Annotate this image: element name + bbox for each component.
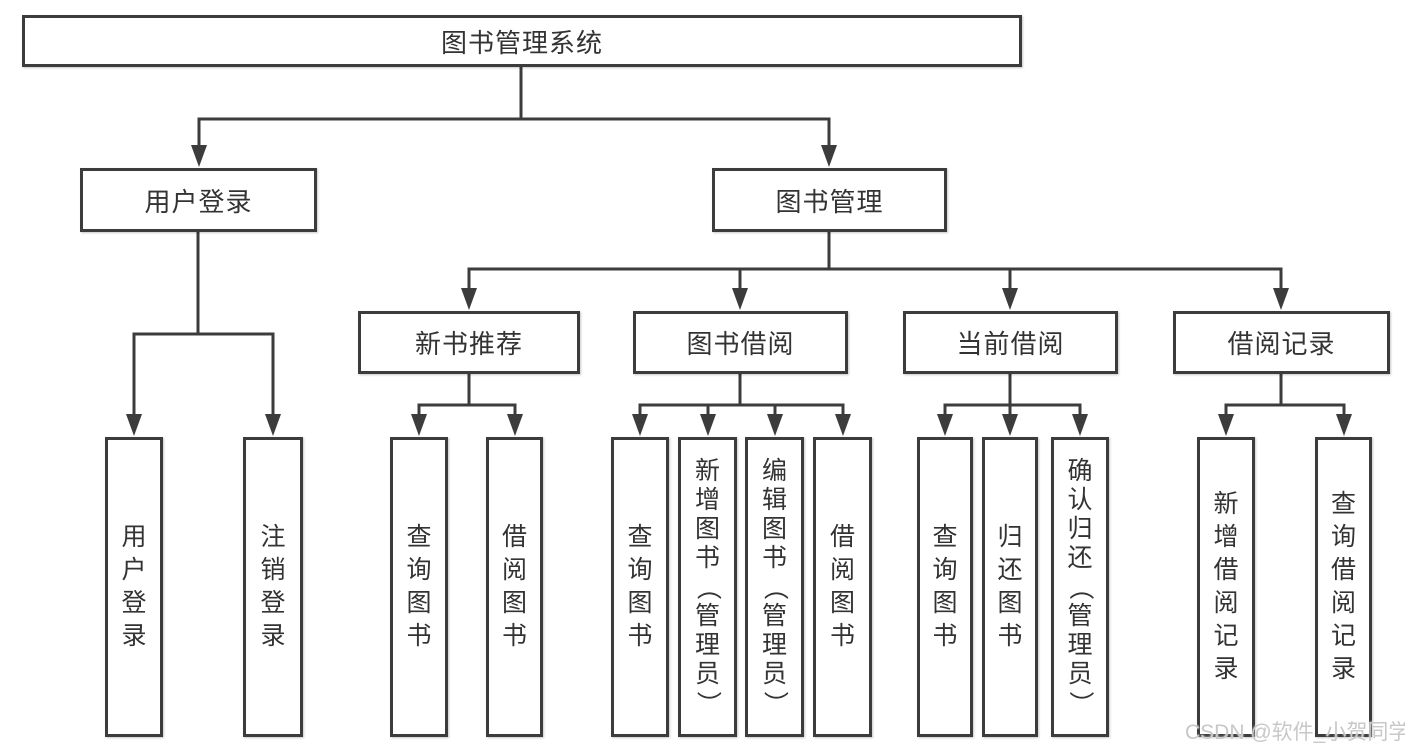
node-leaf-query-books-current-label: 查询图书 — [932, 523, 958, 650]
node-current-borrow: 当前借阅 — [903, 311, 1118, 374]
node-book-borrow-label: 图书借阅 — [686, 329, 795, 359]
node-leaf-add-borrow-record: 新增借阅记录 — [1197, 437, 1255, 737]
node-borrow-records-label: 借阅记录 — [1227, 329, 1336, 359]
csdn-watermark: CSDN @软件_小贺同学 — [1185, 721, 1405, 744]
node-leaf-user-login: 用户登录 — [105, 437, 163, 737]
node-leaf-logout-label: 注销登录 — [260, 523, 286, 650]
node-root: 图书管理系统 — [22, 15, 1022, 67]
node-root-label: 图书管理系统 — [440, 27, 603, 58]
node-leaf-edit-book-admin-label: 编辑图书（管理员） — [761, 456, 789, 716]
node-leaf-edit-book-admin: 编辑图书（管理员） — [745, 437, 804, 737]
node-borrow-records: 借阅记录 — [1173, 311, 1390, 374]
node-leaf-add-borrow-record-label: 新增借阅记录 — [1213, 490, 1239, 683]
node-user-login: 用户登录 — [80, 168, 317, 232]
node-leaf-confirm-return-admin-label: 确认归还（管理员） — [1066, 456, 1095, 716]
node-new-book-recommend: 新书推荐 — [358, 311, 580, 374]
node-leaf-confirm-return-admin: 确认归还（管理员） — [1051, 437, 1109, 737]
node-leaf-query-books-borrow: 查询图书 — [611, 437, 669, 737]
node-book-management: 图书管理 — [712, 168, 947, 232]
node-user-login-label: 用户登录 — [144, 186, 253, 217]
node-leaf-query-borrow-record-label: 查询借阅记录 — [1330, 490, 1356, 683]
node-leaf-return-book-label: 归还图书 — [997, 523, 1023, 650]
node-current-borrow-label: 当前借阅 — [956, 329, 1065, 359]
node-leaf-query-books-recommend-label: 查询图书 — [406, 523, 432, 650]
node-leaf-logout: 注销登录 — [243, 437, 303, 737]
node-leaf-borrow-books-label: 借阅图书 — [829, 523, 855, 650]
node-leaf-add-book-admin: 新增图书（管理员） — [678, 437, 737, 737]
node-leaf-borrow-books-recommend-label: 借阅图书 — [501, 523, 527, 650]
node-book-management-label: 图书管理 — [775, 186, 884, 217]
node-leaf-return-book: 归还图书 — [982, 437, 1038, 737]
node-new-book-recommend-label: 新书推荐 — [414, 329, 523, 359]
node-leaf-query-books-recommend: 查询图书 — [390, 437, 448, 737]
node-leaf-query-books-current: 查询图书 — [917, 437, 973, 737]
node-leaf-add-book-admin-label: 新增图书（管理员） — [694, 456, 722, 716]
node-leaf-borrow-books: 借阅图书 — [813, 437, 872, 737]
node-leaf-user-login-label: 用户登录 — [121, 523, 147, 650]
node-leaf-borrow-books-recommend: 借阅图书 — [486, 437, 543, 737]
node-leaf-query-books-borrow-label: 查询图书 — [627, 523, 653, 650]
node-leaf-query-borrow-record: 查询借阅记录 — [1315, 437, 1372, 737]
node-book-borrow: 图书借阅 — [633, 311, 848, 374]
